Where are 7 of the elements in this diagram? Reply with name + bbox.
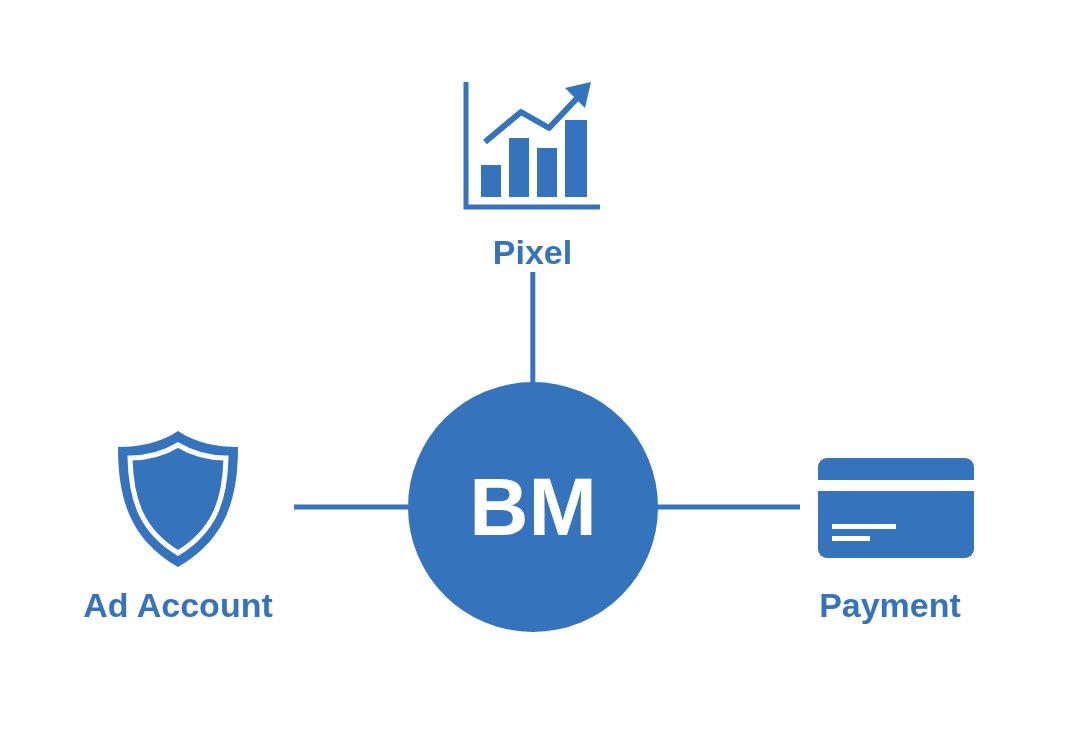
node-label: Payment xyxy=(818,586,962,625)
node-label: Pixel xyxy=(491,233,574,272)
connector-line xyxy=(658,504,800,510)
connector-line xyxy=(530,272,536,382)
connector-line xyxy=(294,504,408,510)
hub-label: BM xyxy=(469,460,597,554)
node-label: Ad Account xyxy=(82,586,274,625)
